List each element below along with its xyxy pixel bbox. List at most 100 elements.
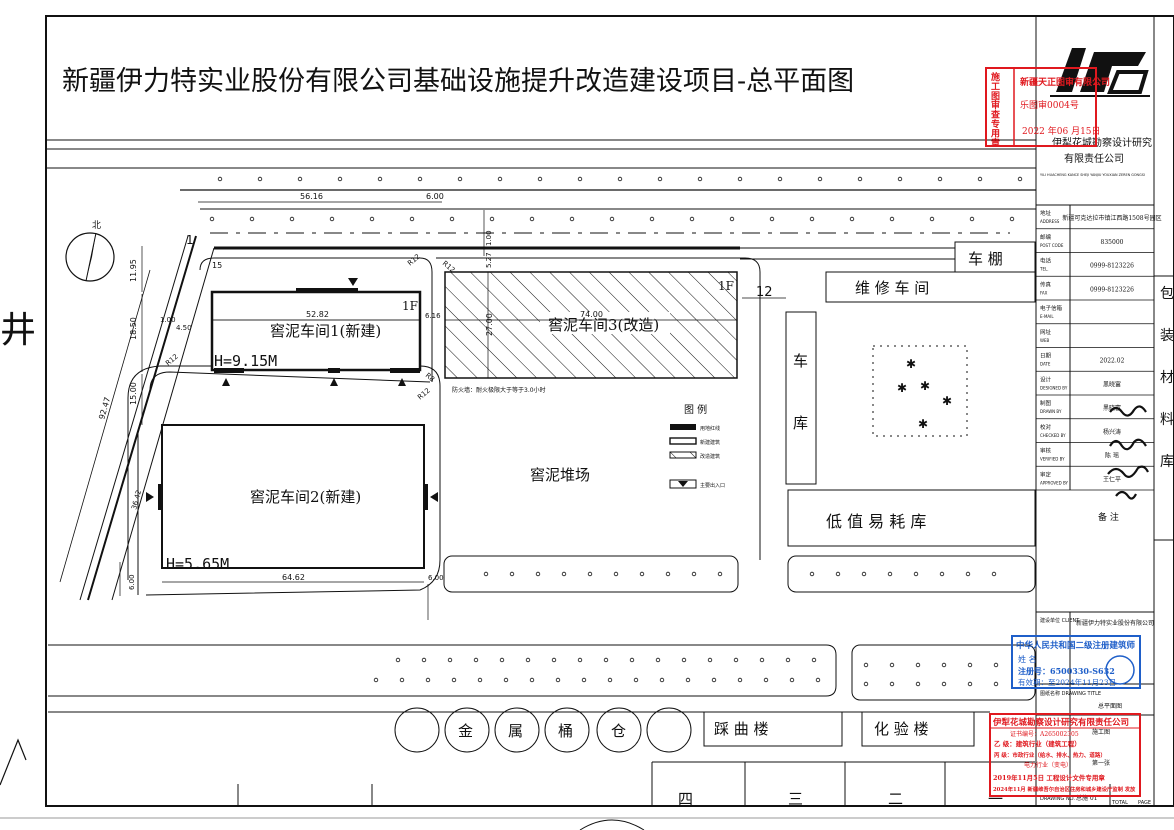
tree-dot bbox=[941, 662, 947, 668]
tree-dot bbox=[993, 662, 999, 668]
qual-stamp-cert: 证书编号：A265002305 bbox=[1010, 730, 1079, 738]
tree-dot bbox=[817, 176, 823, 182]
tree-dot bbox=[449, 216, 455, 222]
legend-item-4: 主要出入口 bbox=[700, 482, 725, 489]
sheet-label: 第一张 bbox=[1092, 759, 1110, 767]
tree-dot bbox=[257, 176, 263, 182]
tb-row-value: 王仁平 bbox=[1103, 475, 1121, 483]
tree-dot bbox=[737, 677, 743, 683]
tree-dot bbox=[649, 216, 655, 222]
tree-dot bbox=[835, 571, 841, 577]
dim-11: 15.00 bbox=[129, 382, 138, 405]
tree-dot bbox=[395, 657, 401, 663]
tree-dot bbox=[655, 657, 661, 663]
tree-dot bbox=[929, 216, 935, 222]
mark-1: 1 bbox=[186, 233, 194, 247]
tree-row-second bbox=[209, 216, 1015, 222]
review-stamp-top: 新疆天正图审有限公司 bbox=[1020, 76, 1110, 88]
tree-dot bbox=[337, 176, 343, 182]
drawing-title-label: 图纸名称 DRAWING TITLE bbox=[1040, 690, 1101, 697]
tree-dot bbox=[569, 216, 575, 222]
tree-dot bbox=[473, 657, 479, 663]
tree-dot bbox=[217, 176, 223, 182]
tree-dot bbox=[369, 216, 375, 222]
building-workshop-1: 窖泥车间1(新建) H=9.15M 1F bbox=[210, 288, 422, 373]
building-workshop-3: 窖泥车间3(改造) 1F bbox=[444, 271, 738, 379]
client-value: 新疆伊力特实业股份有限公司 bbox=[1076, 619, 1154, 627]
drawing-title-value: 总平面图 bbox=[1098, 702, 1122, 710]
tree-dot bbox=[503, 677, 509, 683]
dim-9: 6.16 bbox=[425, 312, 441, 320]
tree-dot bbox=[707, 657, 713, 663]
drawing-no-label: DRAWING NO. bbox=[1040, 796, 1075, 802]
qualification-stamp: 伊犁花城勘察设计研究有限责任公司 证书编号：A265002305 乙 级：建筑行… bbox=[989, 713, 1141, 797]
qual-stamp-a: 乙 级：建筑行业（建筑工程） bbox=[994, 739, 1081, 748]
tree-dot bbox=[789, 677, 795, 683]
tree-dot bbox=[1009, 216, 1015, 222]
workshop-2-height: H=5.65M bbox=[166, 555, 229, 573]
tb-row-label: 电子信箱 bbox=[1040, 304, 1063, 312]
tree-dot bbox=[409, 216, 415, 222]
tree-dot bbox=[965, 571, 971, 577]
tree-dot bbox=[477, 677, 483, 683]
tree-dot bbox=[417, 176, 423, 182]
page-label: PAGE bbox=[1138, 800, 1151, 806]
review-stamp-char: 章 bbox=[991, 137, 1000, 149]
company-name-line1: 伊犁花城勘察设计研究 bbox=[1052, 136, 1152, 149]
tb-row-label: 电话 bbox=[1040, 257, 1052, 265]
client-label: 建设单位 CLIENT bbox=[1040, 617, 1080, 624]
tree-dot bbox=[537, 176, 543, 182]
tree-dot bbox=[993, 681, 999, 687]
tree-dot bbox=[577, 657, 583, 663]
tank-char-3: 桶 bbox=[558, 722, 573, 740]
tree-dot bbox=[607, 677, 613, 683]
review-stamp-char: 查 bbox=[990, 109, 1001, 121]
south-bldg-4: 四 bbox=[678, 790, 693, 808]
dim-5: 11.95 bbox=[129, 259, 138, 282]
remarks-label: 备 注 bbox=[1098, 511, 1119, 523]
building-workshop-2: 窖泥车间2(新建) H=5.65M bbox=[158, 424, 428, 573]
tree-dot bbox=[297, 176, 303, 182]
tree-dot bbox=[529, 677, 535, 683]
total-label: TOTAL bbox=[1111, 800, 1128, 806]
building-shed: 车 棚 bbox=[954, 241, 1036, 273]
garage-bottom: 库 bbox=[793, 414, 808, 432]
south-bldg-3: 三 bbox=[788, 790, 803, 808]
engineer-stamp-name: 姓 名 bbox=[1018, 654, 1037, 664]
dim-1: 56.16 bbox=[300, 192, 323, 201]
metal-tanks: 金 属 桶 仓 bbox=[394, 707, 692, 753]
tree-dot bbox=[915, 681, 921, 687]
company-name-line2: 有限责任公司 bbox=[1064, 152, 1124, 165]
tb-row-label-en: DESIGNED BY bbox=[1040, 385, 1068, 390]
edge-right-char: 库 bbox=[1160, 454, 1174, 470]
drawing-border bbox=[45, 15, 1174, 807]
dim-3: 1.00 bbox=[485, 230, 493, 246]
qual-stamp-foot2: 2024年11月 新疆维吾尔自治区住房和城乡建设厅监制 发放 bbox=[993, 785, 1136, 793]
tree-dot bbox=[769, 216, 775, 222]
tree-dot bbox=[613, 571, 619, 577]
tree-dot bbox=[447, 657, 453, 663]
tree-dot bbox=[915, 662, 921, 668]
stage-value: 施工图 bbox=[1092, 728, 1110, 736]
tree-dot bbox=[609, 216, 615, 222]
north-arrow: 北 bbox=[65, 220, 115, 282]
mark-15: 15 bbox=[212, 261, 222, 270]
tree-dot bbox=[889, 662, 895, 668]
dim-18: 4.50 bbox=[176, 324, 192, 332]
tb-row-value: 黑晓富 bbox=[1103, 404, 1121, 412]
tree-dot bbox=[697, 176, 703, 182]
drawing-no-value: 总施 01 bbox=[1076, 794, 1098, 802]
north-roads bbox=[46, 148, 1036, 260]
workshop-2-label: 窖泥车间2(新建) bbox=[250, 488, 361, 506]
north-label: 北 bbox=[92, 220, 101, 231]
engineer-stamp-title: 中华人民共和国二级注册建筑师 bbox=[1016, 640, 1136, 651]
svg-text:✱: ✱ bbox=[942, 394, 952, 408]
qual-stamp-foot1: 2019年11月5日 工程设计文件专用章 bbox=[993, 773, 1105, 782]
plaza-square: ✱ ✱ ✱ ✱ ✱ bbox=[872, 345, 968, 437]
review-stamp-char: 审 bbox=[991, 99, 1000, 111]
legend-title: 图 例 bbox=[684, 403, 707, 416]
tree-dot bbox=[659, 677, 665, 683]
